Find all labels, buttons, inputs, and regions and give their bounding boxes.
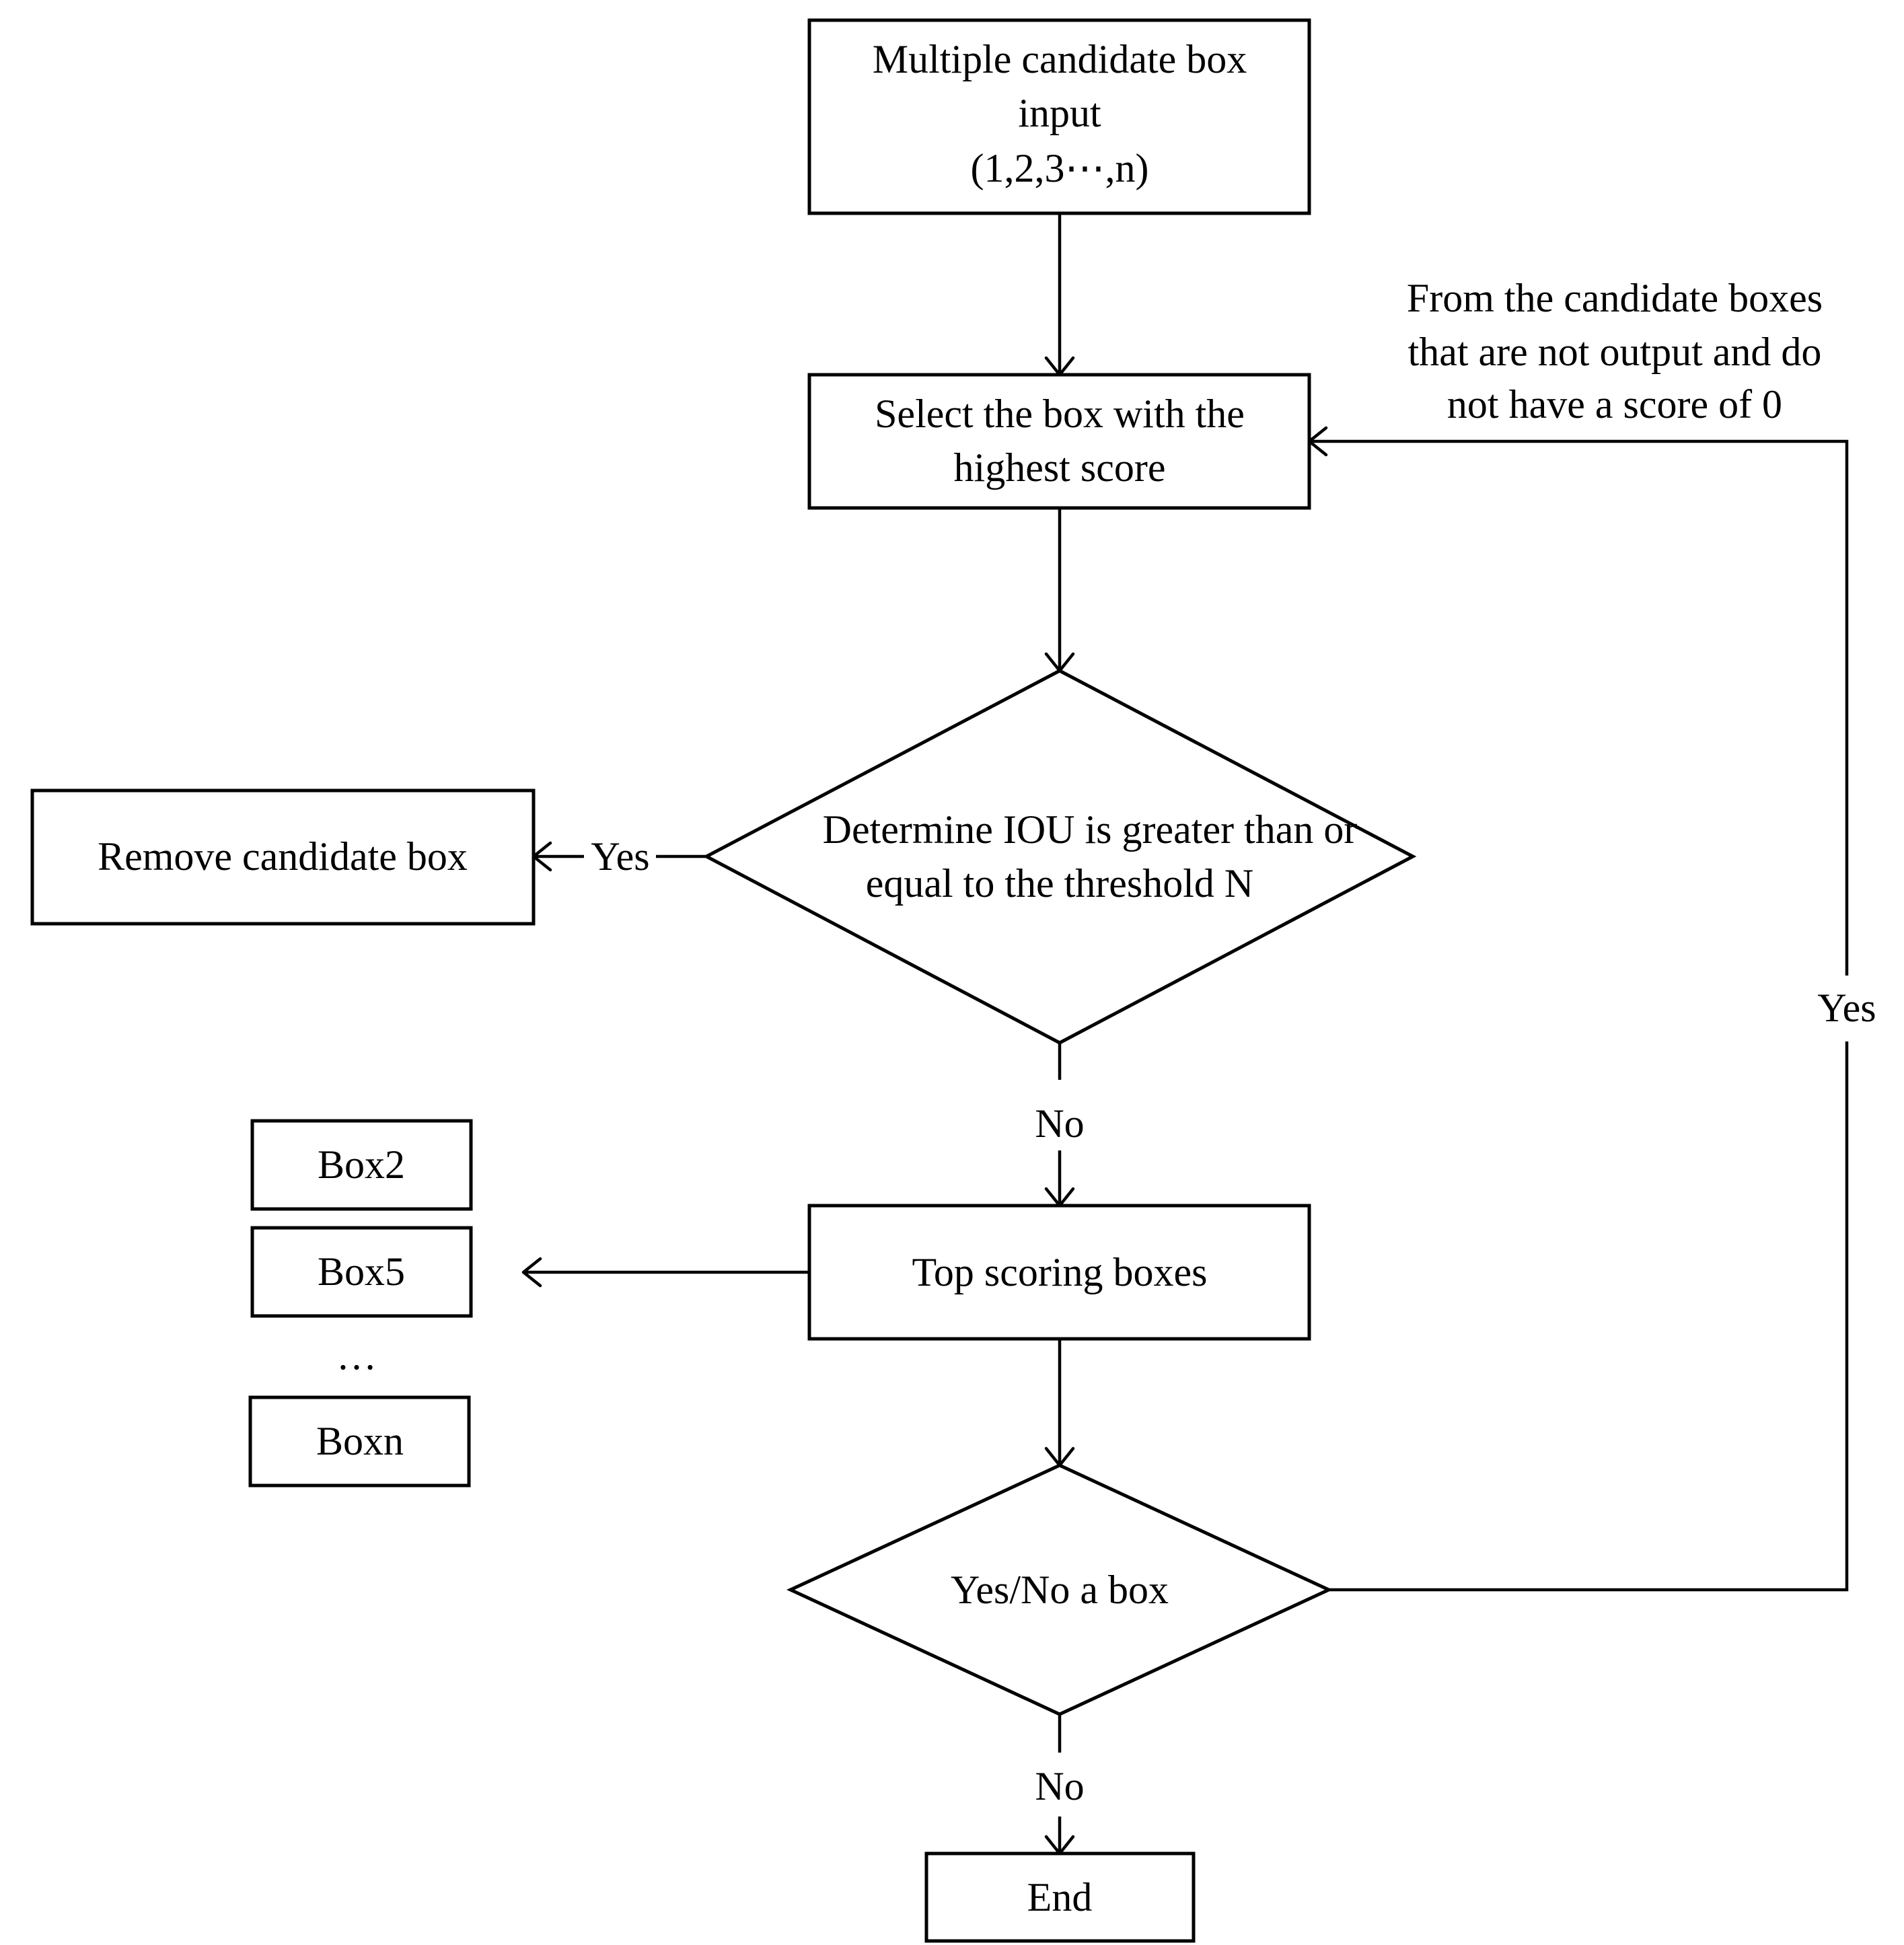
output-box-5-label: Box5 [318,1249,405,1294]
output-box-5 [250,1226,473,1318]
top-scoring-label: Top scoring boxes [912,1250,1207,1294]
remove-box [30,788,536,926]
arrowhead-loop [1307,426,1328,457]
output-ellipsis: … [336,1333,377,1378]
select-box-line-2: highest score [954,445,1166,490]
loop-annotation-line-2: that are not output and do [1408,330,1822,374]
edge-loop-upper [1309,439,1849,976]
loop-annotation-line-1: From the candidate boxes [1407,276,1823,320]
box-decision-label: Yes/No a box [951,1568,1169,1612]
edge-loop-lower [1329,1041,1849,1592]
arrowhead-end [1044,1835,1075,1856]
top-scoring-box [807,1204,1311,1341]
select-box [807,373,1311,510]
output-box-2 [250,1119,473,1211]
arrowhead-iou [1044,652,1075,673]
input-box-line-3: (1,2,3⋯,n) [971,146,1149,190]
output-box-2-label: Box2 [318,1142,405,1187]
iou-decision-line-2: equal to the threshold N [866,861,1254,906]
select-box-line-1: Select the box with the [875,392,1245,436]
arrowhead-decision [1044,1446,1075,1467]
iou-decision-diamond [702,669,1417,1045]
end-label: End [1027,1875,1093,1919]
arrowhead-top [1044,1187,1075,1208]
arrowhead-select [1044,356,1075,377]
loop-annotation-line-3: not have a score of 0 [1447,382,1782,427]
end-box [924,1851,1196,1943]
arrowhead-list [521,1257,542,1288]
input-box-line-2: input [1018,91,1101,135]
iou-decision-line-1: Determine IOU is greater than or [823,807,1358,852]
box-no-label: No [1035,1764,1084,1808]
output-box-n [248,1395,471,1488]
box-yes-label: Yes [1817,986,1876,1030]
iou-yes-label: Yes [591,834,649,879]
input-box [807,18,1311,215]
remove-box-label: Remove candidate box [98,834,468,879]
arrowhead-remove [532,841,552,872]
iou-no-label: No [1035,1101,1084,1146]
output-box-n-label: Boxn [316,1419,404,1463]
input-box-line-1: Multiple candidate box [873,37,1247,81]
